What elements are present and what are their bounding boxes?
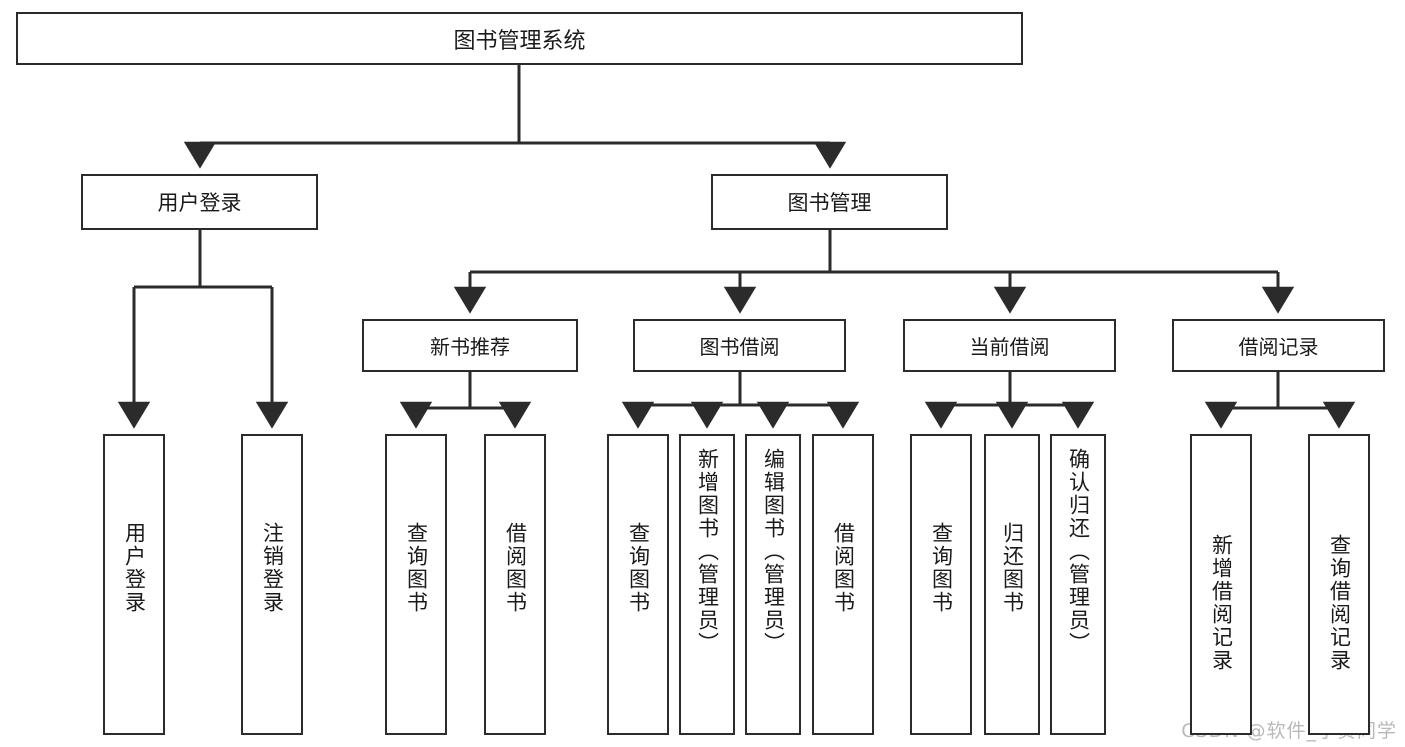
node-level1[interactable]: 图书管理: [711, 174, 948, 230]
node-level2[interactable]: 新书推荐: [362, 319, 578, 372]
node-leaf[interactable]: 借阅图书: [484, 434, 546, 735]
node-leaf[interactable]: 查询图书: [607, 434, 669, 735]
node-level1-label: 图书管理: [787, 191, 872, 215]
node-leaf-label: 新增图书（管理员）: [695, 448, 720, 655]
node-level2-label: 当前借阅: [969, 335, 1050, 359]
node-level2[interactable]: 借阅记录: [1172, 319, 1385, 372]
node-leaf-label: 编辑图书（管理员）: [761, 448, 786, 655]
node-level1[interactable]: 用户登录: [81, 174, 318, 230]
node-root-label: 图书管理系统: [453, 28, 586, 54]
node-level2-label: 图书借阅: [699, 335, 780, 359]
node-leaf[interactable]: 借阅图书: [812, 434, 874, 735]
node-leaf[interactable]: 注销登录: [241, 434, 303, 735]
node-level2-label: 新书推荐: [430, 335, 510, 359]
node-leaf[interactable]: 查询图书: [385, 434, 447, 735]
node-leaf[interactable]: 新增借阅记录: [1190, 434, 1252, 735]
node-leaf[interactable]: 归还图书: [984, 434, 1040, 735]
node-level2[interactable]: 当前借阅: [903, 319, 1116, 372]
node-leaf-label: 借阅图书: [831, 522, 856, 614]
node-leaf-label: 借阅图书: [503, 522, 528, 614]
node-root[interactable]: 图书管理系统: [16, 12, 1023, 65]
node-leaf[interactable]: 查询图书: [910, 434, 972, 735]
node-level1-label: 用户登录: [157, 191, 242, 215]
node-leaf[interactable]: 查询借阅记录: [1308, 434, 1370, 735]
node-leaf[interactable]: 用户登录: [103, 434, 165, 735]
node-leaf[interactable]: 确认归还（管理员）: [1050, 434, 1106, 735]
node-leaf[interactable]: 编辑图书（管理员）: [745, 434, 801, 735]
node-leaf-label: 查询借阅记录: [1327, 534, 1352, 672]
node-leaf[interactable]: 新增图书（管理员）: [679, 434, 735, 735]
node-leaf-label: 查询图书: [929, 522, 954, 614]
node-leaf-label: 注销登录: [260, 522, 285, 614]
node-leaf-label: 归还图书: [1000, 522, 1025, 614]
node-level2-label: 借阅记录: [1238, 335, 1319, 359]
node-leaf-label: 新增借阅记录: [1209, 534, 1234, 672]
node-leaf-label: 确认归还（管理员）: [1066, 448, 1091, 655]
node-leaf-label: 查询图书: [626, 522, 651, 614]
node-leaf-label: 查询图书: [404, 522, 429, 614]
node-leaf-label: 用户登录: [122, 522, 147, 614]
node-level2[interactable]: 图书借阅: [633, 319, 846, 372]
